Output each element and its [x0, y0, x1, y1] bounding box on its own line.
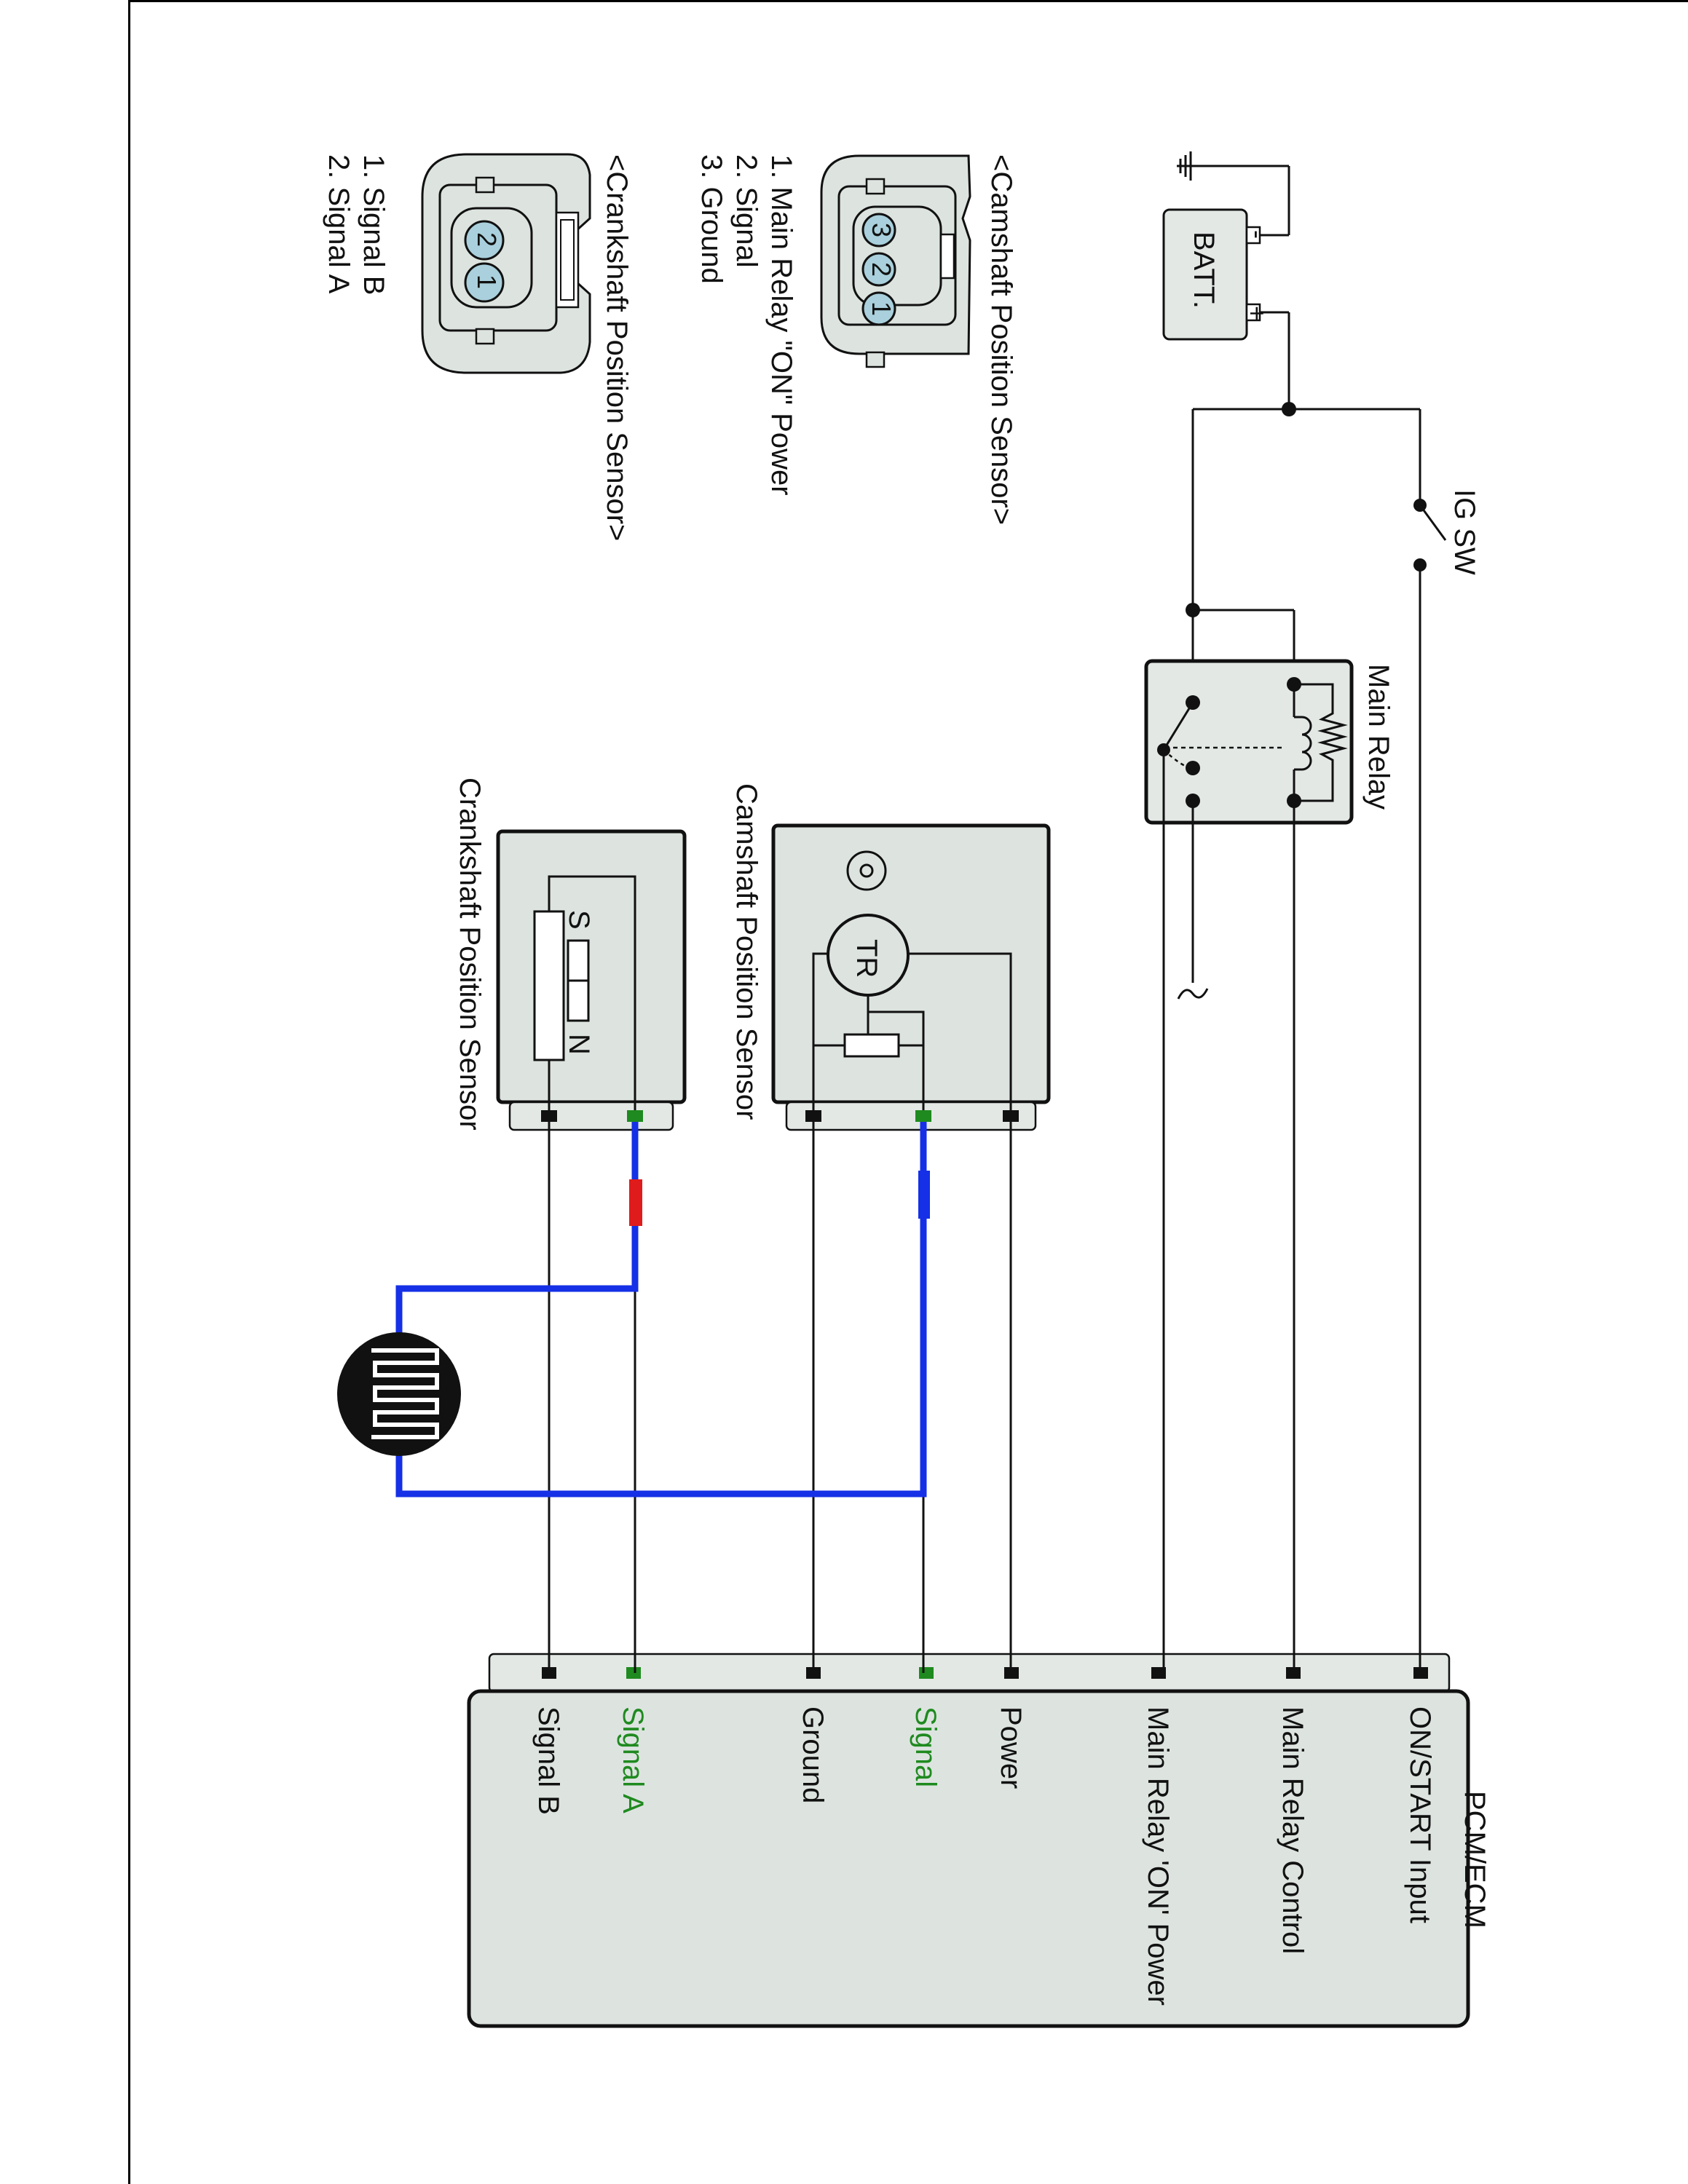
pcm-pin-label: ON/START Input: [1404, 1706, 1436, 1923]
cam-connector-pin: [861, 291, 896, 326]
pcm-title: PCM/ECM: [1459, 1791, 1491, 1928]
main-relay-label: Main Relay: [1362, 664, 1395, 810]
pcm-ecm: PCM/ECM ON/START Input Main Relay Contro…: [467, 1653, 1491, 2028]
relay-coil: [1294, 716, 1312, 771]
pcm-pin-label: Power: [995, 1706, 1027, 1789]
cam-pin-number: 2: [867, 262, 896, 277]
crank-connector-pin-desc: 2. Signal A: [323, 154, 355, 294]
pcm-pin-label: Signal B: [532, 1706, 564, 1815]
crankshaft-sensor-label: Crankshaft Position Sensor: [454, 778, 486, 1131]
battery-body: [1162, 208, 1248, 341]
camshaft-sensor-body: [771, 823, 1051, 1104]
pcm-pin-terminal: [626, 1667, 641, 1679]
cam-connector-pin-desc: 1. Main Relay "ON" Power: [765, 154, 797, 496]
camshaft-sensor: Camshaft Position Sensor TR: [730, 783, 1051, 1131]
cam-connector-title: <Camshaft Position Sensor>: [985, 154, 1017, 525]
power-circuit: - + BATT. IG SW: [1162, 151, 1480, 1673]
pcm-pin-terminal: [919, 1667, 934, 1679]
main-relay: Main Relay: [1144, 659, 1395, 1673]
cam-terminal: [805, 1110, 821, 1122]
crank-connector-view: 2 1 <Crankshaft Position Sensor> 1. Sign…: [323, 153, 633, 541]
crank-pole-s: S: [563, 910, 595, 930]
ig-switch-label: IG SW: [1448, 489, 1480, 575]
cam-connector-pin: [861, 213, 896, 248]
junction-dot: [1282, 402, 1296, 416]
cam-resistor: [843, 1033, 900, 1058]
crank-terminal: [627, 1110, 643, 1122]
cam-connector-pin-desc: 3. Ground: [695, 154, 727, 284]
pcm-pin-label: Ground: [797, 1706, 829, 1803]
cam-pin-number: 3: [867, 223, 896, 237]
camshaft-sensor-connector: [785, 1101, 1037, 1131]
cam-pin-number: 1: [867, 301, 896, 316]
battery-terminal-minus: [1245, 226, 1261, 245]
pcm-pin-label: Main Relay 'ON' Power: [1142, 1706, 1174, 2006]
crank-connector-title: <Crankshaft Position Sensor>: [601, 154, 633, 541]
pcm-pin-label: Signal A: [617, 1706, 649, 1813]
crankshaft-sensor-body: [496, 829, 687, 1104]
crankshaft-sensor: Crankshaft Position Sensor S N: [454, 778, 687, 1131]
crank-pole-n: N: [563, 1034, 595, 1055]
cam-target-wheel: [846, 850, 887, 891]
crank-connector-pin-desc: 1. Signal B: [358, 154, 390, 295]
pcm-body: [467, 1689, 1470, 2028]
sensor-wiring: [337, 1122, 1012, 1673]
oscilloscope-probe-icon: [337, 1332, 461, 1456]
crankshaft-sensor-connector: [508, 1101, 674, 1131]
crank-connector-pin: [464, 262, 505, 303]
cam-terminal: [1003, 1110, 1019, 1122]
relay-terminal: [1186, 761, 1200, 775]
pcm-pin-terminals: [542, 1667, 1428, 1679]
battery-minus-sign: -: [1243, 230, 1273, 239]
cam-connector-view: 3 2 1 <Camshaft Position Sensor> 1. Main…: [695, 154, 1017, 525]
pcm-pin-label: Main Relay Control: [1277, 1706, 1309, 1954]
cam-transistor-label: TR: [851, 939, 883, 978]
cam-connector-pin-desc: 2. Signal: [730, 154, 762, 268]
battery-label: BATT.: [1188, 232, 1220, 309]
highlighted-wire: [395, 1122, 927, 1497]
battery: - + BATT.: [1162, 208, 1273, 341]
cam-terminal: [915, 1110, 931, 1122]
crank-connector-pin: [464, 220, 505, 261]
crank-pin-number: 1: [472, 274, 502, 289]
ig-switch-blade: [1419, 505, 1447, 541]
cam-connector-pin: [861, 252, 896, 287]
crank-pickup-coil: [533, 910, 565, 1061]
pcm-pin-label: Signal: [910, 1706, 942, 1787]
pcm-pin-terminal: [1151, 1667, 1166, 1679]
relay-resistor: [1294, 683, 1348, 802]
battery-plus-sign: +: [1242, 306, 1272, 321]
crank-signal-fault-marker: [629, 1179, 642, 1226]
camshaft-sensor-label: Camshaft Position Sensor: [730, 783, 762, 1120]
crank-terminal: [541, 1110, 557, 1122]
ground-symbol: [1177, 151, 1290, 237]
cam-signal-marker: [918, 1171, 930, 1219]
crank-pin-number: 2: [472, 232, 502, 247]
